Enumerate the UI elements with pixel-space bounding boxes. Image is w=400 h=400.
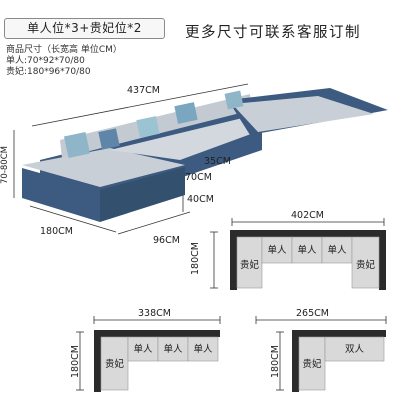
dim-seat-width: 70CM [185, 172, 212, 183]
layout1-width: 402CM [291, 210, 324, 221]
layout1-seat-1: 单人 [267, 245, 287, 256]
layout3-chaise: 贵妃 [302, 359, 322, 370]
layout2-seat-3: 单人 [193, 344, 213, 355]
spec-line-2: 单人:70*92*70/80 [6, 56, 85, 66]
layout2-chaise: 贵妃 [104, 359, 124, 370]
spec-line-3: 贵妃:180*96*70/80 [6, 67, 91, 77]
layout2-seat-2: 单人 [163, 344, 183, 355]
layout2-seat-1: 单人 [133, 344, 153, 355]
dim-seat-height: 40CM [187, 194, 214, 205]
dim-chaise-length: 180CM [40, 226, 73, 237]
layout1-chaise-right: 贵妃 [355, 260, 375, 271]
layout3-width: 265CM [296, 308, 329, 319]
dim-total-length: 437CM [127, 85, 160, 96]
layout2-width: 338CM [138, 308, 171, 319]
layout3-height: 180CM [270, 345, 281, 378]
spec-line-1: 商品尺寸（长宽高 单位CM） [6, 45, 122, 55]
layout1-chaise-left: 贵妃 [239, 260, 259, 271]
dim-arm-height: 35CM [204, 156, 231, 167]
layout1-seat-2: 单人 [297, 245, 317, 256]
config-label: 单人位*3+贵妃位*2 [4, 18, 165, 39]
layout1-seat-3: 单人 [327, 245, 347, 256]
headline: 更多尺寸可联系客服订制 [185, 25, 361, 41]
dim-depth: 96CM [153, 235, 180, 246]
layout3-seat: 双人 [344, 344, 364, 355]
